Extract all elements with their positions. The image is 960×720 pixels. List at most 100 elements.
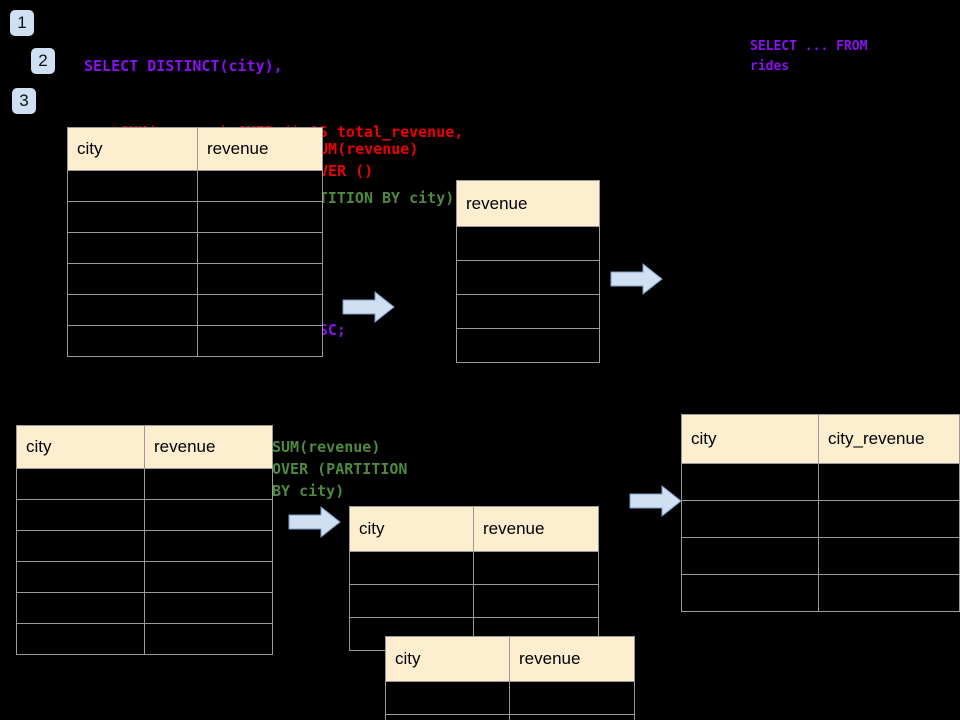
cell-revenue — [473, 584, 599, 618]
cell-city — [67, 263, 198, 295]
cell-city — [16, 468, 145, 500]
table-row — [349, 584, 599, 618]
cell-city — [16, 499, 145, 531]
cell-revenue — [144, 592, 273, 624]
column-header-revenue: revenue — [509, 636, 635, 682]
source-rides-table-bottom: city revenue — [16, 425, 273, 655]
cell-revenue — [509, 714, 635, 720]
cell-city — [67, 170, 198, 202]
column-header-city: city — [349, 506, 474, 552]
cell-revenue — [197, 263, 323, 295]
table-row — [67, 263, 323, 295]
cell-city-revenue — [818, 500, 960, 538]
table-row — [67, 201, 323, 233]
table-header-row: city city_revenue — [680, 414, 960, 464]
column-header-revenue: revenue — [473, 506, 599, 552]
annotation-over-empty: SUM(revenue) OVER () — [310, 140, 419, 180]
table-row — [67, 170, 323, 202]
cell-revenue — [456, 260, 600, 295]
table-row — [16, 468, 273, 500]
table-row — [385, 714, 635, 720]
cell-city — [385, 714, 510, 720]
annotation-partition-by-city: SUM(revenue) OVER (PARTITION BY city) — [272, 438, 408, 500]
table-header-row: city revenue — [67, 127, 323, 171]
cell-revenue — [456, 328, 600, 363]
cell-revenue — [197, 294, 323, 326]
cell-city — [67, 325, 198, 357]
cell-revenue — [197, 201, 323, 233]
table-row — [456, 260, 600, 295]
right-arrow-icon — [610, 262, 663, 296]
column-header-city-revenue: city_revenue — [818, 414, 960, 464]
table-row — [349, 551, 599, 585]
cell-revenue — [456, 226, 600, 261]
cell-city — [67, 294, 198, 326]
table-header-row: city revenue — [16, 425, 273, 469]
column-header-city: city — [67, 127, 198, 171]
total-revenue-table: revenue — [456, 180, 600, 363]
cell-revenue — [144, 561, 273, 593]
column-header-revenue: revenue — [456, 180, 600, 227]
right-arrow-icon — [629, 484, 682, 518]
column-header-revenue: revenue — [197, 127, 323, 171]
output-city-revenue-table: city city_revenue — [680, 414, 960, 612]
step-badge-3: 3 — [12, 88, 36, 114]
cell-city — [385, 681, 510, 715]
table-row — [385, 681, 635, 715]
cell-revenue — [197, 232, 323, 264]
cell-revenue — [144, 530, 273, 562]
table-row — [680, 463, 960, 501]
cell-revenue — [144, 623, 273, 655]
source-rides-table: city revenue — [67, 127, 323, 357]
table-row — [16, 499, 273, 531]
cell-city — [680, 463, 820, 501]
cell-city — [16, 561, 145, 593]
cell-city — [67, 232, 198, 264]
table-header-row: revenue — [456, 180, 600, 227]
cell-city — [16, 592, 145, 624]
partition-group-table-middle: city revenue — [349, 506, 599, 651]
table-row — [456, 226, 600, 261]
step-badge-2: 2 — [31, 48, 55, 74]
sql-aside-label: SELECT ... FROM rides — [750, 39, 868, 74]
cell-city — [16, 623, 145, 655]
table-row — [67, 325, 323, 357]
right-arrow-icon — [342, 290, 395, 324]
cell-city-revenue — [818, 463, 960, 501]
cell-city-revenue — [818, 537, 960, 575]
cell-revenue — [473, 551, 599, 585]
cell-city — [16, 530, 145, 562]
right-arrow-icon — [288, 505, 341, 539]
cell-revenue — [456, 294, 600, 329]
cell-city — [349, 551, 474, 585]
table-row — [16, 592, 273, 624]
cell-revenue — [144, 468, 273, 500]
cell-city — [680, 574, 820, 612]
table-row — [16, 561, 273, 593]
table-row — [16, 623, 273, 655]
column-header-city: city — [680, 414, 820, 464]
sql-line-select: SELECT DISTINCT(city), — [84, 57, 283, 75]
cell-city — [680, 537, 820, 575]
cell-city — [680, 500, 820, 538]
table-row — [680, 537, 960, 575]
cell-revenue — [509, 681, 635, 715]
cell-city — [349, 584, 474, 618]
partition-group-table-front: city revenue — [385, 636, 635, 720]
cell-city-revenue — [818, 574, 960, 612]
cell-city — [67, 201, 198, 233]
table-row — [680, 500, 960, 538]
table-header-row: city revenue — [349, 506, 599, 552]
step-badge-1: 1 — [10, 10, 34, 36]
cell-revenue — [144, 499, 273, 531]
table-row — [16, 530, 273, 562]
table-row — [67, 294, 323, 326]
table-row — [456, 294, 600, 329]
column-header-city: city — [385, 636, 510, 682]
table-row — [67, 232, 323, 264]
cell-revenue — [197, 170, 323, 202]
column-header-revenue: revenue — [144, 425, 273, 469]
table-row — [456, 328, 600, 363]
column-header-city: city — [16, 425, 145, 469]
